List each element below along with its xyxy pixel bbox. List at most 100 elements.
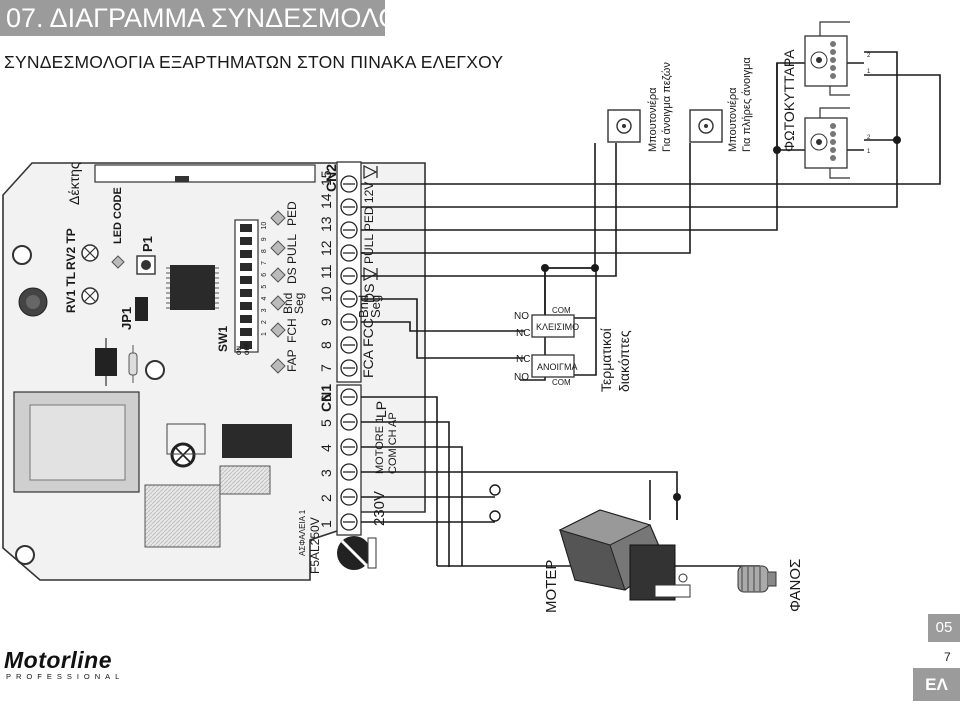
section-number-badge: 05 <box>928 614 960 642</box>
cn2-number: 15 <box>318 170 334 186</box>
led-fch-label: FCH <box>285 318 299 343</box>
photocell-rx-terminal-1: 1 <box>867 149 871 155</box>
led-pull-label: PULL <box>285 234 299 264</box>
limit-switch-open-label: ΑΝΟΙΓΜΑ <box>537 362 577 372</box>
photocell-tx-terminal-2: 2 <box>867 53 871 59</box>
rv1-label: RV1 TL <box>64 272 78 313</box>
motor-illustration <box>558 509 691 601</box>
mounting-hole <box>12 245 32 265</box>
limit-switches-label-2: διακόπτες <box>616 330 632 392</box>
rv2-label: RV2 TP <box>64 228 78 270</box>
cn1-motor-terminals: COM CH AP <box>387 412 399 474</box>
chip-pins <box>166 267 219 309</box>
limit-switches-label-1: Τερματικοί <box>598 328 614 392</box>
rv2-trimmer-slot <box>83 246 97 260</box>
relay <box>144 484 221 548</box>
cn2-number: 9 <box>318 318 334 326</box>
limit-switch-close-com: COM <box>552 306 571 315</box>
led-seg-label: Seg <box>292 293 306 314</box>
cn1-screw-slots <box>343 396 355 523</box>
limit-switch-close-label: ΚΛΕΙΣΙΜΟ <box>536 322 579 332</box>
full-open-button-dot <box>704 124 708 128</box>
cn2-fca-fcc-label: FCA FCC <box>360 318 376 378</box>
receiver-module <box>94 164 316 183</box>
fuse-clip <box>367 537 377 569</box>
limit-switch-close <box>531 314 575 338</box>
transformer-core <box>29 404 126 481</box>
led-bnd-label: Bnd <box>281 293 295 314</box>
cn2-pull-ped-label: PULL PED 12V <box>362 182 376 264</box>
wire-terminal-rings <box>489 484 501 522</box>
buzzer-center <box>26 295 40 309</box>
section-header-bar: 07. ΔΙΑΓΡΑΜΜΑ ΣΥΝΔΕΣΜΟΛΟΓΙΑΣ <box>0 0 456 36</box>
pedestrian-push-button[interactable] <box>607 109 641 143</box>
cn1-number: 1 <box>318 520 334 528</box>
dip-off-label: OFF <box>245 343 251 355</box>
microcontroller-chip <box>170 265 215 310</box>
cn2-ds-label: DS <box>361 284 377 303</box>
photocell-receiver <box>804 107 850 179</box>
limit-switch-open-nc: NC <box>516 354 530 365</box>
cn2-number: 10 <box>318 286 334 302</box>
cn1-label: CN1 <box>318 384 334 412</box>
led-fap-label: FAP <box>285 349 299 372</box>
cn1-screws[interactable] <box>340 388 358 531</box>
dip-switch-levers[interactable] <box>240 224 252 349</box>
fuse-holder-slot <box>340 539 368 567</box>
wire-junctions <box>541 136 901 501</box>
logo-brand: Motorline <box>4 647 112 673</box>
led-ped-label: PED <box>285 201 299 226</box>
limit-switch-open-com: COM <box>552 378 571 387</box>
resistor <box>128 352 138 376</box>
limit-switch-open-no: NO <box>514 372 529 383</box>
jp1-jumper[interactable] <box>135 297 148 321</box>
cn1-terminal-numbers: 1 2 3 4 5 6 <box>318 394 334 528</box>
section-title: 07. ΔΙΑΓΡΑΜΜΑ ΣΥΝΔΕΣΜΟΛΟΓΙΑΣ <box>6 3 457 33</box>
full-open-button-label-2: Για πλήρες άνοιγμα <box>741 57 753 152</box>
mounting-hole <box>15 545 35 565</box>
language-badge: ΕΛ <box>913 668 960 701</box>
limit-switch-open <box>531 354 575 378</box>
page-subtitle: ΣΥΝΔΕΣΜΟΛΟΓΙΑ ΕΞΑΡΤΗΜΑΤΩΝ ΣΤΟΝ ΠΙΝΑΚΑ ΕΛ… <box>4 52 504 72</box>
led-code-led <box>111 255 125 269</box>
status-leds <box>270 210 286 374</box>
photocell-rx-terminal-2: 2 <box>867 135 871 141</box>
limit-switch-close-no: NO <box>514 311 529 322</box>
dip-numbers: 1 2 3 4 5 6 7 8 9 10 <box>261 222 268 336</box>
ground-symbol-icon <box>363 165 378 179</box>
photocell-transmitter <box>804 21 850 96</box>
cn1-number: 2 <box>318 494 334 502</box>
warning-lamp-illustration <box>737 565 777 593</box>
mounting-hole <box>145 360 165 380</box>
cn1-230v-label: 230V <box>371 491 388 526</box>
limit-switch-close-nc: NC <box>516 328 530 339</box>
lamp-label: ΦΑΝΟΣ <box>787 559 804 612</box>
fuse-value: F5AL250V <box>308 517 322 574</box>
jp1-label: JP1 <box>119 307 134 330</box>
cn1-terminal-block <box>336 384 362 536</box>
cn1-number: 4 <box>318 444 334 452</box>
cn2-number: 13 <box>318 216 334 232</box>
rv1-trimmer-slot <box>83 289 97 303</box>
cn2-number: 8 <box>318 341 334 349</box>
cn2-number: 7 <box>318 364 334 372</box>
motor-label: ΜΟΤΕΡ <box>543 560 560 613</box>
cn2-label: CN2 <box>323 164 339 192</box>
photocell-tx-terminal-1: 1 <box>867 69 871 75</box>
cn1-lp-label: LP <box>373 401 389 418</box>
motorline-logo: Motorline PROFESSIONAL <box>4 647 124 681</box>
page-number: 7 <box>944 650 951 664</box>
receiver-pin <box>175 176 189 182</box>
cn1-number: 5 <box>318 419 334 427</box>
receiver-label: Δέκτης <box>66 162 82 205</box>
cn2-screw-slots <box>343 183 355 369</box>
photocells-label: ΦΩΤΟΚΥΤΤΑΡΑ <box>781 49 797 152</box>
p1-label: P1 <box>140 236 155 252</box>
fuse-label: ΑΣΦΑΛΕΙΑ 1 <box>298 509 307 556</box>
dip-on-label: ON <box>237 346 243 355</box>
cn1-motor-label: MOTORE 1 <box>374 417 386 474</box>
capacitor <box>95 348 117 376</box>
cn1-number: 6 <box>318 394 334 402</box>
cn2-number: 11 <box>318 264 334 279</box>
